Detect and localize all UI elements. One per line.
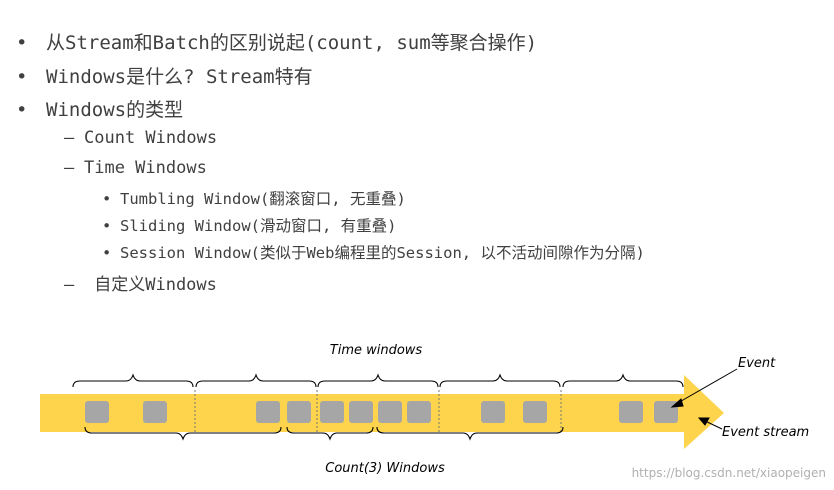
watermark: https://blog.csdn.net/xiaopeigen xyxy=(631,466,826,480)
event-square xyxy=(481,401,505,423)
window-boundaries xyxy=(194,390,562,434)
bullet-text: Count Windows xyxy=(84,128,218,148)
bullet-window-types: • Windows的类型 xyxy=(16,95,183,122)
bullet-text: 从Stream和Batch的区别说起(count, sum等聚合操作) xyxy=(46,32,538,54)
event-square xyxy=(619,401,643,423)
pointer-arrows xyxy=(670,368,738,430)
bullet-time-windows: –Time Windows xyxy=(64,158,207,178)
bullet-marker: – xyxy=(64,158,75,178)
bullet-marker: • xyxy=(16,99,28,121)
event-square xyxy=(85,401,109,423)
bullet-count-windows: –Count Windows xyxy=(64,128,217,148)
bullet-marker: • xyxy=(102,190,112,208)
event-square xyxy=(523,401,547,423)
event-pointer-head xyxy=(670,398,684,408)
count-window-brace xyxy=(84,426,282,441)
bullet-what-is-windows: • Windows是什么? Stream特有 xyxy=(16,62,313,89)
bullet-session-window: • Session Window(类似于Web编程里的Session, 以不活动间… xyxy=(102,241,645,263)
bullet-text: Windows是什么? Stream特有 xyxy=(46,66,313,88)
time-window-brace xyxy=(317,373,439,388)
event-square xyxy=(349,401,373,423)
event-stream-pointer-head xyxy=(697,417,710,426)
time-window-brace xyxy=(72,373,194,388)
bullet-text: Session Window(类似于Web编程里的Session, 以不活动间隙… xyxy=(120,244,645,262)
count-window-brace xyxy=(286,426,374,441)
events xyxy=(85,401,678,423)
bullet-marker: – xyxy=(64,128,75,148)
bullet-text: Tumbling Window(翻滚窗口, 无重叠) xyxy=(120,190,406,208)
bullet-text: Sliding Window(滑动窗口, 有重叠) xyxy=(120,217,397,235)
bullet-sliding-window: • Sliding Window(滑动窗口, 有重叠) xyxy=(102,214,396,236)
bullet-marker: • xyxy=(16,66,28,88)
bullet-tumbling-window: • Tumbling Window(翻滚窗口, 无重叠) xyxy=(102,187,406,209)
event-label: Event xyxy=(738,356,776,371)
event-pointer-line xyxy=(675,368,738,405)
time-windows-label: Time windows xyxy=(330,343,423,358)
count-windows-label: Count(3) Windows xyxy=(325,461,445,476)
count-window-brace xyxy=(376,426,564,441)
bullet-marker: • xyxy=(102,217,112,235)
bullet-marker: – xyxy=(64,275,75,295)
count-window-braces xyxy=(84,426,564,441)
bullet-text: Time Windows xyxy=(84,158,207,178)
event-stream-arrowhead xyxy=(684,375,724,449)
time-window-brace xyxy=(439,373,561,388)
bullet-marker: • xyxy=(102,244,112,262)
bullet-text: Windows的类型 xyxy=(46,99,184,121)
event-square xyxy=(378,401,402,423)
time-window-braces xyxy=(72,373,684,388)
event-square xyxy=(320,401,344,423)
time-window-brace xyxy=(195,373,317,388)
event-square xyxy=(287,401,311,423)
event-square xyxy=(256,401,280,423)
event-stream-label: Event stream xyxy=(722,425,809,440)
event-square xyxy=(143,401,167,423)
time-window-brace xyxy=(562,373,684,388)
bullet-stream-vs-batch: • 从Stream和Batch的区别说起(count, sum等聚合操作) xyxy=(16,28,537,55)
bullet-marker: • xyxy=(16,32,28,54)
event-square xyxy=(407,401,431,423)
bullet-custom-windows: – 自定义Windows xyxy=(64,270,217,295)
window-diagram: Time windows Count(3) Windows Event Even… xyxy=(40,343,809,476)
bullet-text: 自定义Windows xyxy=(84,275,217,295)
